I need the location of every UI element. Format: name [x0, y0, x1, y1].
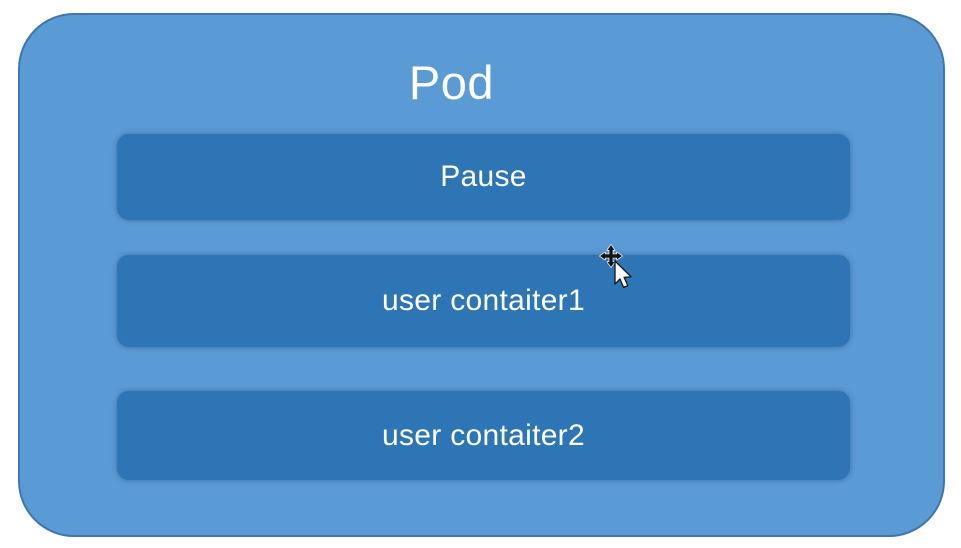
container-label: Pause	[440, 160, 527, 193]
container-bar-user2: user contaiter2	[117, 391, 850, 480]
container-label: user contaiter1	[382, 284, 585, 317]
container-bar-user1: user contaiter1	[117, 255, 850, 347]
container-bar-pause: Pause	[117, 134, 850, 220]
pod-title: Pod	[408, 56, 495, 109]
container-label: user contaiter2	[382, 418, 585, 452]
pod-box: Pod Pause user contaiter1 user contaiter…	[18, 13, 945, 537]
